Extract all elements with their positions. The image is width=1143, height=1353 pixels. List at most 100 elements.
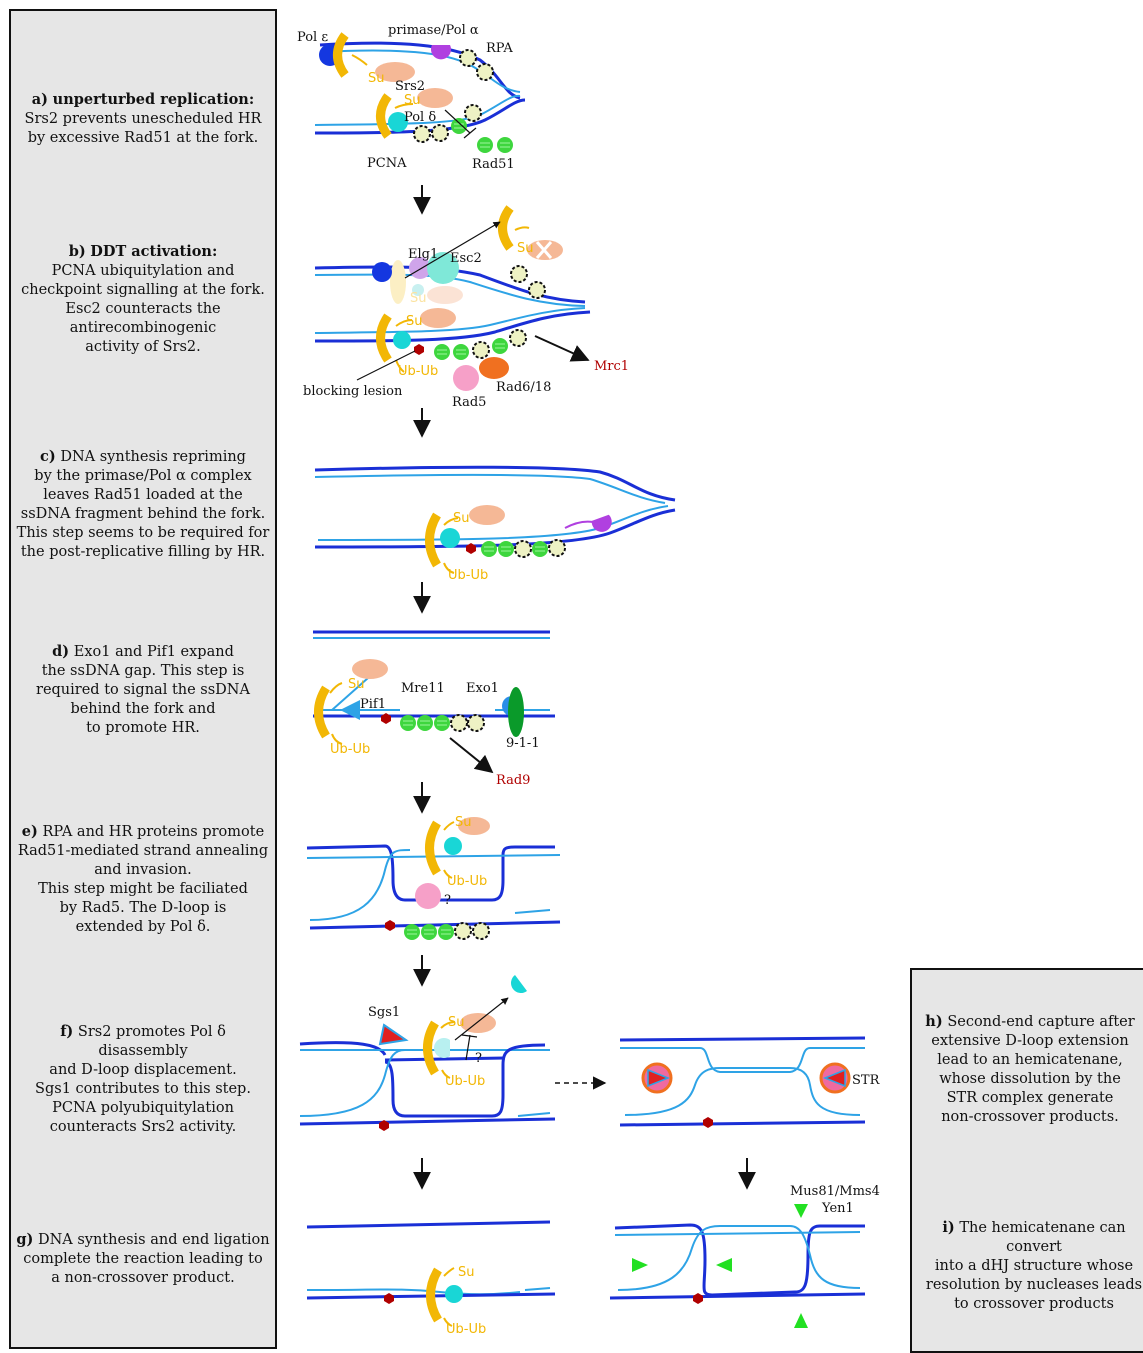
caption-g-letter: g)	[16, 1231, 34, 1248]
mrc1-label: Mrc1	[594, 359, 629, 374]
caption-h-letter: h)	[925, 1013, 943, 1030]
srs2-icon	[469, 505, 505, 525]
caption-d-letter: d)	[52, 643, 70, 660]
pcna-tail-icon	[329, 682, 343, 694]
caption-b-line: antirecombinogenic	[69, 320, 217, 336]
ubiquitin-chain-icon	[443, 1317, 453, 1327]
rpa-icon	[472, 922, 490, 940]
step-e-labels: Su Ub-Ub ?	[444, 815, 487, 908]
caption-d-line: Exo1 and Pif1 expand	[73, 644, 234, 660]
ubub-label: Ub-Ub	[445, 1074, 485, 1089]
caption-c-line: DNA synthesis repriming	[60, 449, 246, 465]
rad5-icon	[453, 365, 479, 391]
caption-h-line: non-crossover products.	[941, 1109, 1119, 1125]
nuclease-arrow-icon	[794, 1204, 808, 1218]
pcna-tail-icon	[443, 1267, 455, 1277]
rpa-icon	[450, 714, 468, 732]
rpa-icon	[476, 63, 494, 81]
caption-f-line: PCNA polyubiquitylation	[52, 1100, 234, 1116]
rad51-icon	[480, 540, 498, 558]
rad51-label: Rad51	[472, 157, 515, 172]
caption-g-line: complete the reaction leading to	[23, 1251, 263, 1267]
caption-e-line: and invasion.	[94, 862, 192, 878]
ubiquitin-chain-icon	[441, 1069, 451, 1079]
inhibition-bar	[461, 1034, 478, 1038]
step-e-proteins	[385, 817, 490, 941]
question-label: ?	[475, 1051, 482, 1066]
pol-delta-faded-icon	[433, 1038, 450, 1058]
srs2-label: Srs2	[395, 79, 425, 94]
pcna-label: PCNA	[367, 156, 407, 171]
caption-i-line: to crossover products	[954, 1296, 1114, 1312]
caption-d-line: behind the fork and	[70, 701, 216, 717]
lesion-pointer	[356, 350, 416, 381]
rad51-icon	[433, 714, 451, 732]
question-label: ?	[444, 893, 451, 908]
pol-delta-icon	[388, 112, 408, 132]
ubiquitin-chain-icon	[331, 733, 343, 745]
rad6-18-label: Rad6/18	[496, 380, 551, 395]
caption-h: h) Second-end capture after extensive D-…	[914, 1012, 1143, 1127]
caption-g: g) DNA synthesis and end ligation comple…	[14, 1230, 272, 1288]
step-b-proteins	[356, 205, 590, 391]
pol-delta-icon	[444, 837, 462, 855]
srs2-icon	[458, 817, 490, 835]
caption-i-line: The hemicatenane can convert	[959, 1220, 1126, 1255]
sumo-label: Su	[368, 71, 385, 86]
nuclease-arrow-icon	[794, 1313, 808, 1328]
nine-one-one-label: 9-1-1	[506, 736, 540, 751]
pcna-icon	[423, 1020, 439, 1076]
lesion-icon	[693, 1293, 703, 1304]
pol-delta-icon	[440, 528, 460, 548]
pcna-icon	[498, 205, 514, 251]
inhibition-bar	[463, 127, 477, 139]
caption-e-line: Rad51-mediated strand annealing	[17, 843, 269, 859]
caption-b-line: checkpoint signalling at the fork.	[21, 282, 265, 298]
mre11-label: Mre11	[401, 681, 445, 696]
inhibition-line	[465, 1034, 471, 1061]
exo1-label: Exo1	[466, 681, 499, 696]
ubub-label: Ub-Ub	[448, 568, 488, 583]
mus81-label: Mus81/Mms4	[790, 1184, 880, 1199]
caption-h-line: STR complex generate	[946, 1090, 1114, 1106]
rpa-icon	[459, 49, 477, 67]
sgs1-label: Sgs1	[368, 1005, 400, 1020]
caption-c: c) DNA synthesis repriming by the primas…	[14, 447, 272, 562]
sumo-label: Su	[455, 815, 472, 830]
rad51-icon	[491, 337, 509, 355]
caption-f-line: Sgs1 contributes to this step.	[35, 1081, 251, 1097]
caption-f-line: counteracts Srs2 activity.	[49, 1119, 237, 1135]
rad51-icon	[403, 923, 421, 941]
caption-i-line: resolution by nucleases leads	[925, 1277, 1143, 1293]
pcna-tail-icon	[514, 226, 530, 231]
elg1-arrow	[404, 221, 501, 279]
caption-b-line: activity of Srs2.	[85, 339, 201, 355]
release-arrow	[454, 997, 509, 1041]
pcna-icon	[314, 685, 330, 739]
lesion-icon	[703, 1117, 713, 1128]
caption-h-line: extensive D-loop extension	[931, 1033, 1129, 1049]
sgs1-icon	[822, 1068, 846, 1088]
sumo-label: Su	[406, 314, 423, 329]
pcna-icon	[376, 313, 392, 363]
rpa-icon	[431, 124, 449, 142]
rad51-icon	[496, 136, 514, 154]
right-caption-panel	[910, 968, 1143, 1353]
caption-d-line: required to signal the ssDNA	[36, 682, 250, 698]
srs2-icon	[375, 62, 415, 82]
ubiquitin-chain-icon	[443, 869, 453, 879]
rpa-icon	[509, 329, 527, 347]
rad6-18-icon	[479, 357, 509, 379]
ubub-label: Ub-Ub	[330, 742, 370, 757]
primer-strand	[564, 520, 594, 529]
pcna-tail-icon	[443, 821, 455, 831]
caption-b-line: PCNA ubiquitylation and	[51, 263, 235, 279]
rad51-icon	[416, 714, 434, 732]
caption-h-line: lead to an hemicatenane,	[937, 1052, 1123, 1068]
caption-f-line: and D-loop displacement.	[49, 1062, 237, 1078]
step-c-labels: Su Ub-Ub	[448, 511, 488, 583]
step-b-labels: Elg1 Esc2 Su Su Su Ub-Ub Mrc1 blocking l…	[303, 241, 629, 410]
step-h-proteins	[641, 1062, 851, 1128]
caption-b-letter: b)	[68, 243, 86, 260]
srs2-faded-icon	[427, 286, 463, 304]
